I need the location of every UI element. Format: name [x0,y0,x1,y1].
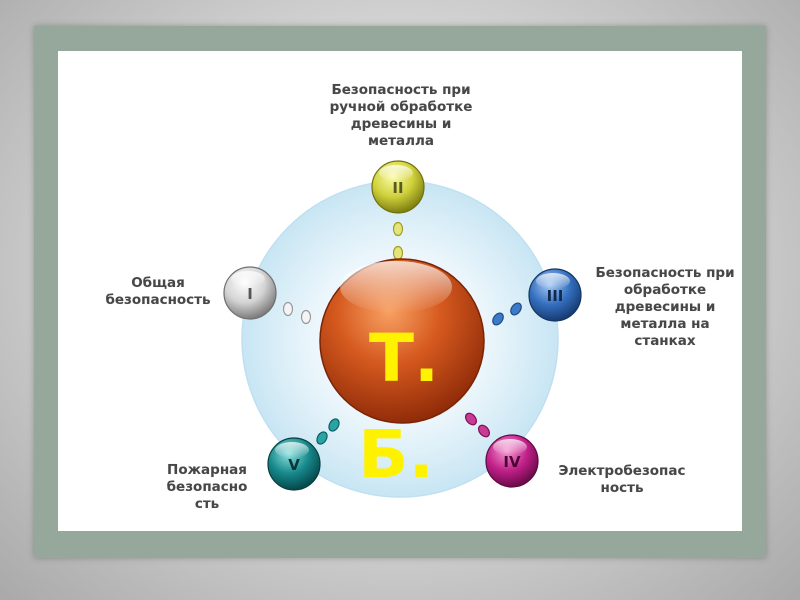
node-iv-label: Электробезопас ность [558,463,686,496]
safety-diagram: Т. Б. II I III IV [223,160,582,498]
node-iv-numeral: IV [503,453,521,471]
node-v-label: Пожарная безопасно сть [166,462,248,512]
node-v: V [267,437,321,491]
connector-dots-v [316,418,340,445]
node-ii-label: Безопасность при ручной обработке древес… [329,82,473,149]
node-iii-numeral: III [547,287,564,305]
center-sphere: Т. Б. [319,258,485,493]
slide-panel: Т. Б. II I III IV [58,51,742,531]
center-text-line1: Т. [369,320,439,397]
connector-dots-iii [492,302,522,326]
node-ii: II [371,160,425,214]
node-i: I [223,266,277,320]
node-i-numeral: I [247,285,253,303]
connector-dots-i [282,301,312,325]
node-iii: III [528,268,582,322]
connector-dots-ii [392,221,404,261]
node-v-numeral: V [288,456,300,474]
node-i-label: Общая безопасность [105,275,211,308]
node-ii-numeral: II [392,179,403,197]
center-text-line2: Б. [358,416,433,493]
node-iii-label: Безопасность при обработке древесины и м… [595,265,735,349]
connector-dots-iv [464,412,491,438]
node-iv: IV [485,434,539,488]
